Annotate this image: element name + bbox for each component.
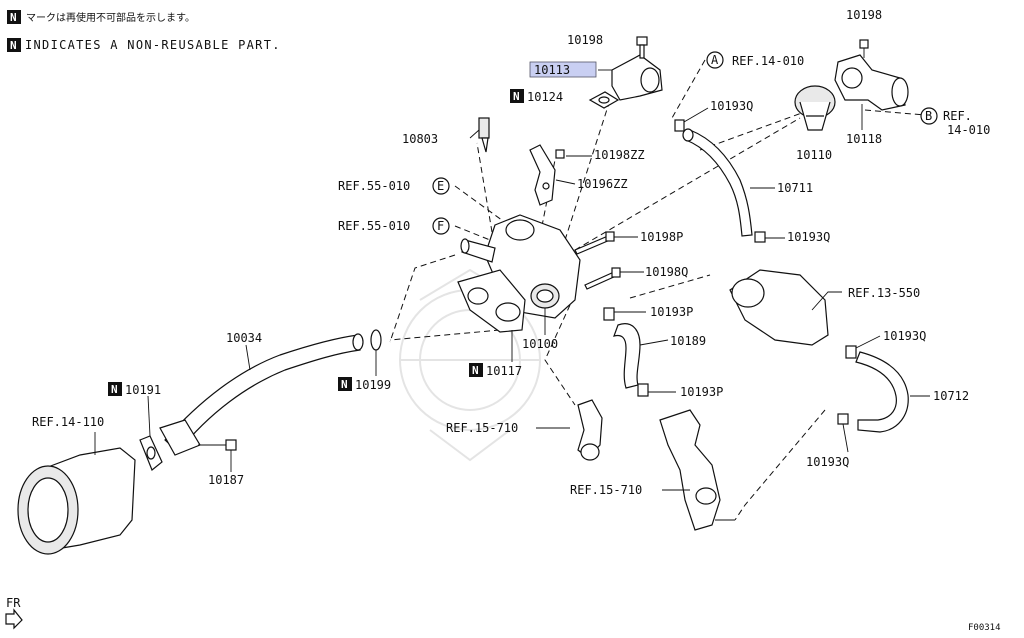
part-ref-13-550-pipe[interactable] xyxy=(729,269,842,346)
part-ref-15-710-fitting-right[interactable] xyxy=(659,409,735,531)
part-hose-10711[interactable] xyxy=(682,128,775,237)
label-10193p-2[interactable]: 10193P xyxy=(680,385,723,399)
part-bracket-10196zz[interactable] xyxy=(529,144,556,206)
label-ref-14-010-a[interactable]: REF.14-010 xyxy=(732,54,804,68)
part-bolt-10198zz[interactable] xyxy=(555,149,565,159)
label-10193q-4[interactable]: 10193Q xyxy=(806,455,849,469)
label-10191[interactable]: 10191 xyxy=(125,383,161,397)
part-ref-14-110-assembly[interactable] xyxy=(17,432,136,555)
part-bolt-10198[interactable] xyxy=(636,36,648,59)
badge-10117: N xyxy=(469,363,483,377)
label-10193p-1[interactable]: 10193P xyxy=(650,305,693,319)
label-ref-55-010-e[interactable]: REF.55-010 xyxy=(338,179,410,193)
part-clamp-10193q[interactable] xyxy=(754,231,766,243)
label-10100[interactable]: 10100 xyxy=(522,337,558,351)
fr-label: FR xyxy=(6,596,21,610)
legend: N マークは再使用不可部品を示します。 N INDICATES A NON-RE… xyxy=(7,10,281,52)
label-10193q-1[interactable]: 10193Q xyxy=(710,99,753,113)
non-reusable-badge xyxy=(7,10,21,24)
part-nut-10187[interactable] xyxy=(198,439,237,472)
label-10187[interactable]: 10187 xyxy=(208,473,244,487)
non-reusable-badge-letter: N xyxy=(341,378,348,391)
label-10110[interactable]: 10110 xyxy=(796,148,832,162)
ref-circle-b[interactable]: B xyxy=(920,107,938,125)
highlight-10113 xyxy=(529,61,597,78)
badge-10124: N xyxy=(510,89,524,103)
label-10189[interactable]: 10189 xyxy=(670,334,706,348)
part-gasket-10117[interactable] xyxy=(457,269,526,362)
non-reusable-badge-letter: N xyxy=(472,364,479,377)
ref-circle-e-letter: E xyxy=(437,179,444,193)
part-clamp-10193q[interactable] xyxy=(674,107,709,132)
part-gasket-10124[interactable] xyxy=(588,91,620,109)
label-ref-15-710-b[interactable]: REF.15-710 xyxy=(570,483,642,497)
ref-circle-a-letter: A xyxy=(711,53,719,67)
label-10117[interactable]: 10117 xyxy=(486,364,522,378)
label-10711[interactable]: 10711 xyxy=(777,181,813,195)
part-clamp-10193p[interactable] xyxy=(637,383,676,397)
label-10113[interactable]: 10113 xyxy=(534,63,570,77)
part-bolt-10198p[interactable] xyxy=(574,231,615,255)
non-reusable-badge-letter: N xyxy=(10,11,17,24)
label-10198q[interactable]: 10198Q xyxy=(645,265,688,279)
badge-10199: N xyxy=(338,377,352,391)
part-gasket-10191[interactable] xyxy=(139,395,163,471)
label-10198-top[interactable]: 10198 xyxy=(567,33,603,47)
ref-circle-b-letter: B xyxy=(925,109,932,123)
label-10124[interactable]: 10124 xyxy=(527,90,563,104)
part-thermostat-10110[interactable] xyxy=(794,85,836,131)
part-ref-15-710-fitting-left[interactable] xyxy=(577,399,603,461)
label-10034[interactable]: 10034 xyxy=(226,331,262,345)
label-ref-b-line2[interactable]: 14-010 xyxy=(947,123,990,137)
part-clamp-10193p[interactable] xyxy=(603,307,646,321)
part-hose-10712[interactable] xyxy=(855,351,930,433)
ref-circle-f[interactable]: F xyxy=(432,217,450,235)
label-10118[interactable]: 10118 xyxy=(846,132,882,146)
figure-code: F00314 xyxy=(968,623,1001,633)
front-direction-indicator: FR xyxy=(5,596,23,630)
part-sensor-10803[interactable] xyxy=(469,117,490,153)
non-reusable-badge-letter: N xyxy=(111,383,118,396)
part-hose-10189[interactable] xyxy=(613,323,669,389)
part-thermostat-housing-10118[interactable] xyxy=(834,39,909,130)
label-10198p[interactable]: 10198P xyxy=(640,230,683,244)
label-10198zz[interactable]: 10198ZZ xyxy=(594,148,645,162)
label-ref-15-710-a[interactable]: REF.15-710 xyxy=(446,421,518,435)
label-10712[interactable]: 10712 xyxy=(933,389,969,403)
fr-arrow-icon xyxy=(5,608,23,630)
ref-circle-f-letter: F xyxy=(437,219,444,233)
part-clamp-10193q[interactable] xyxy=(845,335,881,359)
non-reusable-badge-letter: N xyxy=(513,90,520,103)
legend-english: INDICATES A NON-REUSABLE PART. xyxy=(25,38,281,52)
label-10199[interactable]: 10199 xyxy=(355,378,391,392)
label-ref-14-110[interactable]: REF.14-110 xyxy=(32,415,104,429)
label-10193q-3[interactable]: 10193Q xyxy=(883,329,926,343)
non-reusable-badge-letter: N xyxy=(10,39,17,52)
part-clamp-10193q[interactable] xyxy=(837,413,849,453)
part-water-outlet-10113[interactable] xyxy=(598,54,663,101)
label-10803[interactable]: 10803 xyxy=(402,132,438,146)
badge-10191: N xyxy=(108,382,122,396)
label-10198-right[interactable]: 10198 xyxy=(846,8,882,22)
part-o-ring-10199[interactable] xyxy=(370,329,382,376)
ref-circle-a[interactable]: A xyxy=(706,51,724,69)
part-water-pipe-10034[interactable] xyxy=(159,333,364,456)
ref-circle-e[interactable]: E xyxy=(432,177,450,195)
label-10196zz[interactable]: 10196ZZ xyxy=(577,177,628,191)
part-bolt-10198q[interactable] xyxy=(584,267,621,290)
non-reusable-badge xyxy=(7,38,21,52)
label-10193q-2[interactable]: 10193Q xyxy=(787,230,830,244)
legend-japanese: マークは再使用不可部品を示します。 xyxy=(26,11,195,24)
label-ref-b-line1[interactable]: REF. xyxy=(943,109,972,123)
label-ref-55-010-f[interactable]: REF.55-010 xyxy=(338,219,410,233)
label-ref-13-550[interactable]: REF.13-550 xyxy=(848,286,920,300)
